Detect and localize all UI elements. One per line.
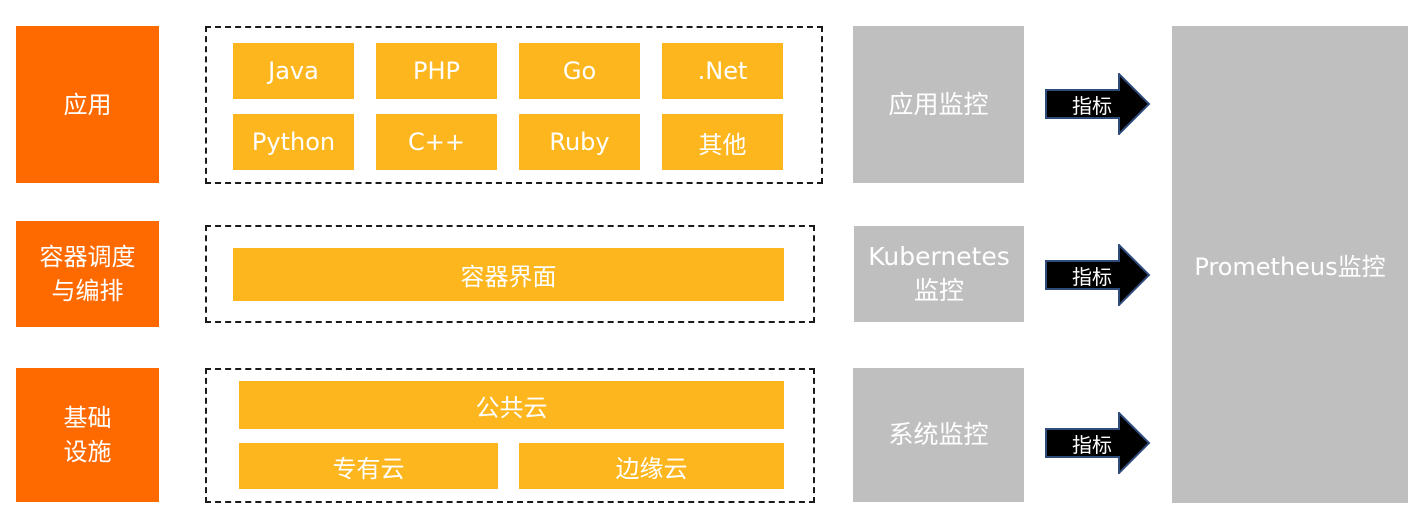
- layer-container-orchestration-label: 容器调度 与编排: [39, 243, 136, 305]
- app-tile-java-label: Java: [268, 57, 319, 85]
- app-monitoring-label: 应用监控: [888, 89, 989, 119]
- kubernetes-monitoring-label: Kubernetes 监控: [868, 242, 1010, 305]
- prometheus-monitoring-label: Prometheus监控: [1194, 253, 1386, 281]
- layer-infrastructure-label: 基础 设施: [63, 404, 112, 466]
- app-tile-php: PHP: [376, 43, 497, 99]
- public-cloud-tile: 公共云: [239, 381, 784, 429]
- app-tile-python: Python: [233, 114, 354, 170]
- app-monitoring-box: 应用监控: [853, 26, 1024, 183]
- metrics-arrow-3: 指标: [1045, 412, 1151, 474]
- app-tile-dotnet-label: .Net: [697, 57, 748, 85]
- container-group: [205, 225, 815, 323]
- infrastructure-group: [205, 368, 815, 503]
- layer-application: 应用: [16, 26, 159, 183]
- edge-cloud-tile: 边缘云: [519, 443, 784, 489]
- arrow-right-icon: [1045, 73, 1151, 135]
- app-tile-cpp: C++: [376, 114, 497, 170]
- private-cloud-label: 专有云: [332, 454, 405, 483]
- app-tile-ruby: Ruby: [519, 114, 640, 170]
- layer-container-orchestration: 容器调度 与编排: [16, 221, 159, 327]
- app-tile-ruby-label: Ruby: [549, 128, 610, 156]
- app-tile-python-label: Python: [251, 128, 336, 156]
- app-tile-php-label: PHP: [413, 57, 460, 85]
- prometheus-monitoring-box: Prometheus监控: [1172, 26, 1408, 503]
- container-interface-tile: 容器界面: [233, 248, 784, 301]
- app-tile-go-label: Go: [562, 57, 597, 85]
- application-group: [205, 26, 823, 184]
- metrics-arrow-2-label: 指标: [1072, 264, 1112, 289]
- arrow-right-icon: [1045, 244, 1151, 306]
- app-tile-java: Java: [233, 43, 354, 99]
- app-tile-other: 其他: [662, 114, 783, 170]
- system-monitoring-label: 系统监控: [888, 420, 989, 449]
- metrics-arrow-1: 指标: [1045, 73, 1151, 135]
- metrics-arrow-1-label: 指标: [1072, 93, 1112, 118]
- private-cloud-tile: 专有云: [239, 443, 498, 489]
- app-tile-dotnet: .Net: [662, 43, 783, 99]
- kubernetes-monitoring-box: Kubernetes 监控: [854, 226, 1024, 322]
- edge-cloud-label: 边缘云: [615, 454, 688, 483]
- system-monitoring-box: 系统监控: [853, 368, 1024, 502]
- app-tile-go: Go: [519, 43, 640, 99]
- arrow-right-icon: [1045, 412, 1151, 474]
- layer-application-label: 应用: [63, 90, 112, 119]
- layer-infrastructure: 基础 设施: [16, 368, 159, 502]
- app-tile-other-label: 其他: [698, 130, 747, 159]
- app-tile-cpp-label: C++: [408, 128, 465, 156]
- container-interface-label: 容器界面: [460, 263, 557, 291]
- metrics-arrow-3-label: 指标: [1072, 432, 1112, 457]
- public-cloud-label: 公共云: [475, 393, 548, 422]
- metrics-arrow-2: 指标: [1045, 244, 1151, 306]
